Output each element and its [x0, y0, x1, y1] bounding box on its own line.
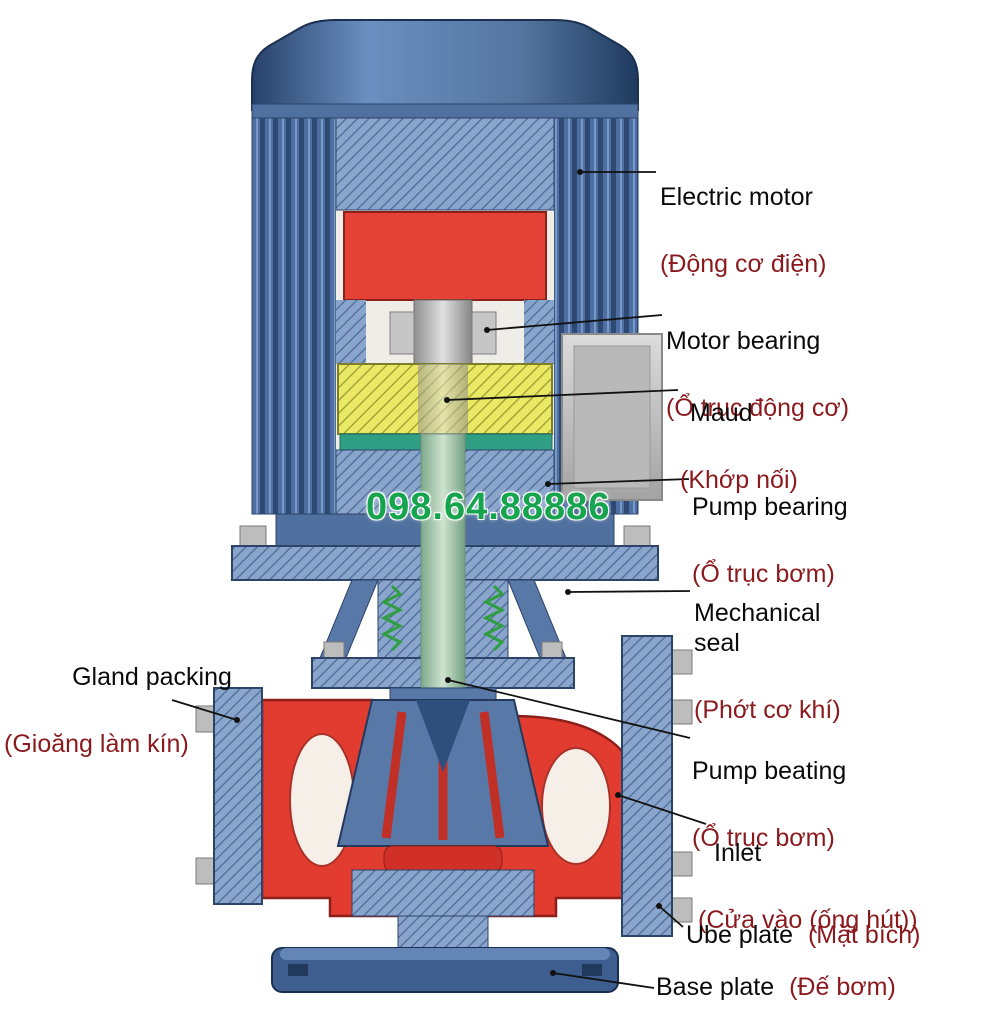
leader-dots	[234, 169, 662, 976]
label-base-plate: Base plate (Đế bơm)	[656, 972, 896, 1002]
watermark: 098.64.88886	[366, 486, 611, 528]
pedestal	[351, 869, 535, 951]
motor-cap	[251, 19, 639, 119]
label-mechanical-seal-en: Mechanical seal	[694, 599, 821, 657]
leader-lines	[171, 171, 707, 989]
label-motor-bearing-en: Motor bearing	[666, 327, 821, 355]
label-maud-en: Maud	[690, 399, 753, 427]
motor-bearing-part	[471, 311, 497, 355]
outlet-flange	[621, 635, 693, 937]
label-ube-plate-en: Ube plate	[686, 921, 794, 949]
label-motor-bearing: Motor bearing (Ổ trục động cơ)	[666, 296, 849, 453]
terminal-box	[561, 333, 663, 501]
label-electric-motor-vi: (Động cơ điện)	[660, 250, 827, 278]
label-maud: Maud (Khớp nối)	[680, 368, 798, 525]
label-inlet-vi: (Cửa vào (ống hút))	[698, 906, 918, 934]
label-mechanical-seal-vi: (Phớt cơ khí)	[694, 696, 841, 724]
label-ube-plate: Ube plate (Mặt bích)	[686, 920, 921, 950]
label-ube-plate-vi: (Mặt bích)	[807, 921, 921, 949]
impeller	[336, 699, 550, 873]
base-plate-part	[271, 947, 619, 993]
label-pump-bearing-en: Pump bearing	[692, 493, 848, 521]
label-base-plate-vi: (Đế bơm)	[789, 973, 896, 1001]
motor-shaft	[336, 299, 554, 365]
label-maud-vi: (Khớp nối)	[680, 466, 798, 494]
label-base-plate-en: Base plate	[656, 973, 775, 1001]
label-pump-bearing: Pump bearing (Ổ trục bơm)	[692, 462, 848, 619]
label-inlet-en: Inlet	[714, 839, 762, 867]
label-pump-beating-vi: (Ổ trục bơm)	[692, 824, 835, 852]
stator	[343, 211, 547, 301]
inlet-flange	[195, 687, 263, 905]
label-electric-motor: Electric motor (Động cơ điện)	[660, 152, 826, 309]
motor-bearing-part	[389, 311, 415, 355]
label-electric-motor-en: Electric motor	[660, 183, 813, 211]
label-gland-packing-en: Gland packing	[72, 663, 232, 691]
label-mechanical-seal: Mechanical seal (Phớt cơ khí)	[694, 568, 872, 755]
label-motor-bearing-vi: (Ổ trục động cơ)	[666, 394, 850, 422]
label-pump-beating: Pump beating (Ổ trục bơm)	[692, 726, 846, 883]
label-pump-bearing-vi: (Ổ trục bơm)	[692, 560, 835, 588]
label-gland-packing: Gland packing (Gioăng làm kín)	[4, 632, 300, 789]
pump-shaft	[420, 433, 466, 707]
label-gland-packing-vi: (Gioăng làm kín)	[4, 730, 189, 758]
label-inlet: Inlet (Cửa vào (ống hút))	[698, 808, 918, 965]
label-pump-beating-en: Pump beating	[692, 757, 847, 785]
